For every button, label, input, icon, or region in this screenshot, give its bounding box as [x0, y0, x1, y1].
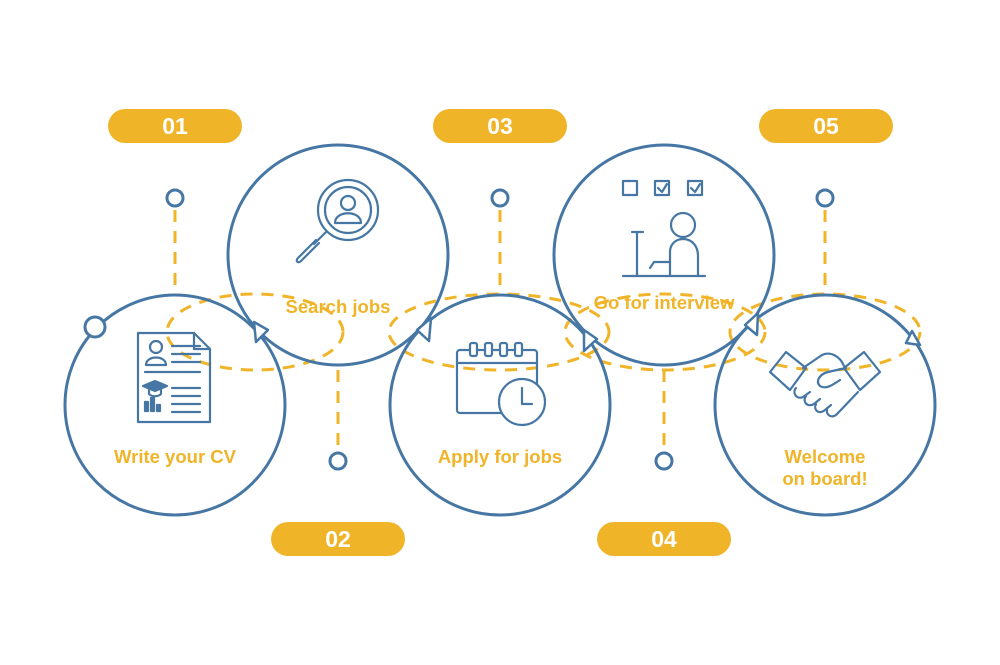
arrowhead-2 [415, 316, 433, 343]
step-number-pill-01: 01 [108, 109, 242, 143]
connector-ellipse-4-5 [728, 292, 922, 372]
step-label-01: Write your CV [85, 446, 265, 468]
step-circle-01 [63, 293, 287, 517]
step-number-pill-05: 05 [759, 109, 893, 143]
stems [165, 188, 835, 471]
handshake-icon [768, 350, 882, 418]
stem-dot-02 [328, 451, 348, 471]
calendar-clock-icon [455, 341, 547, 427]
step-circle-05 [713, 293, 937, 517]
stem-dot-01 [165, 188, 185, 208]
step-circle-04 [552, 143, 776, 367]
step-label-04: Go for interview [564, 292, 764, 314]
magnifier-person-icon [295, 178, 380, 264]
step-circle-02 [226, 143, 450, 367]
cv-document-icon [136, 331, 212, 424]
step-label-01-line-1: Write your CV [114, 446, 236, 467]
interview-checklist-icon [621, 179, 707, 278]
step-circle-03 [388, 293, 612, 517]
step-label-05-line-1: Welcome [784, 446, 866, 467]
step-label-03-line-1: Apply for jobs [437, 446, 563, 467]
start-dot [83, 315, 107, 339]
step-label-05: Welcome on board! [735, 446, 915, 490]
step-label-03: Apply for jobs [400, 446, 600, 468]
step-number-pill-03: 03 [433, 109, 567, 143]
step-label-05-line-2: on board! [782, 468, 868, 489]
stem-dot-03 [490, 188, 510, 208]
step-label-02: Search jobs [248, 296, 428, 318]
arrowhead-4 [743, 311, 760, 337]
connector-ellipse-2-3 [387, 292, 611, 372]
stem-dot-05 [815, 188, 835, 208]
arrowheads [252, 311, 922, 353]
connector-ellipse-1-2 [165, 292, 345, 372]
arrowhead-3 [582, 328, 599, 353]
step-circles [63, 143, 937, 517]
step-number-pill-02: 02 [271, 522, 405, 556]
arrowhead-5 [904, 329, 922, 347]
step-label-02-line-1: Search jobs [285, 296, 391, 317]
arrowhead-1 [252, 320, 270, 344]
step-number-pill-04: 04 [597, 522, 731, 556]
stem-dot-04 [654, 451, 674, 471]
step-label-04-line-1: Go for interview [593, 292, 735, 313]
